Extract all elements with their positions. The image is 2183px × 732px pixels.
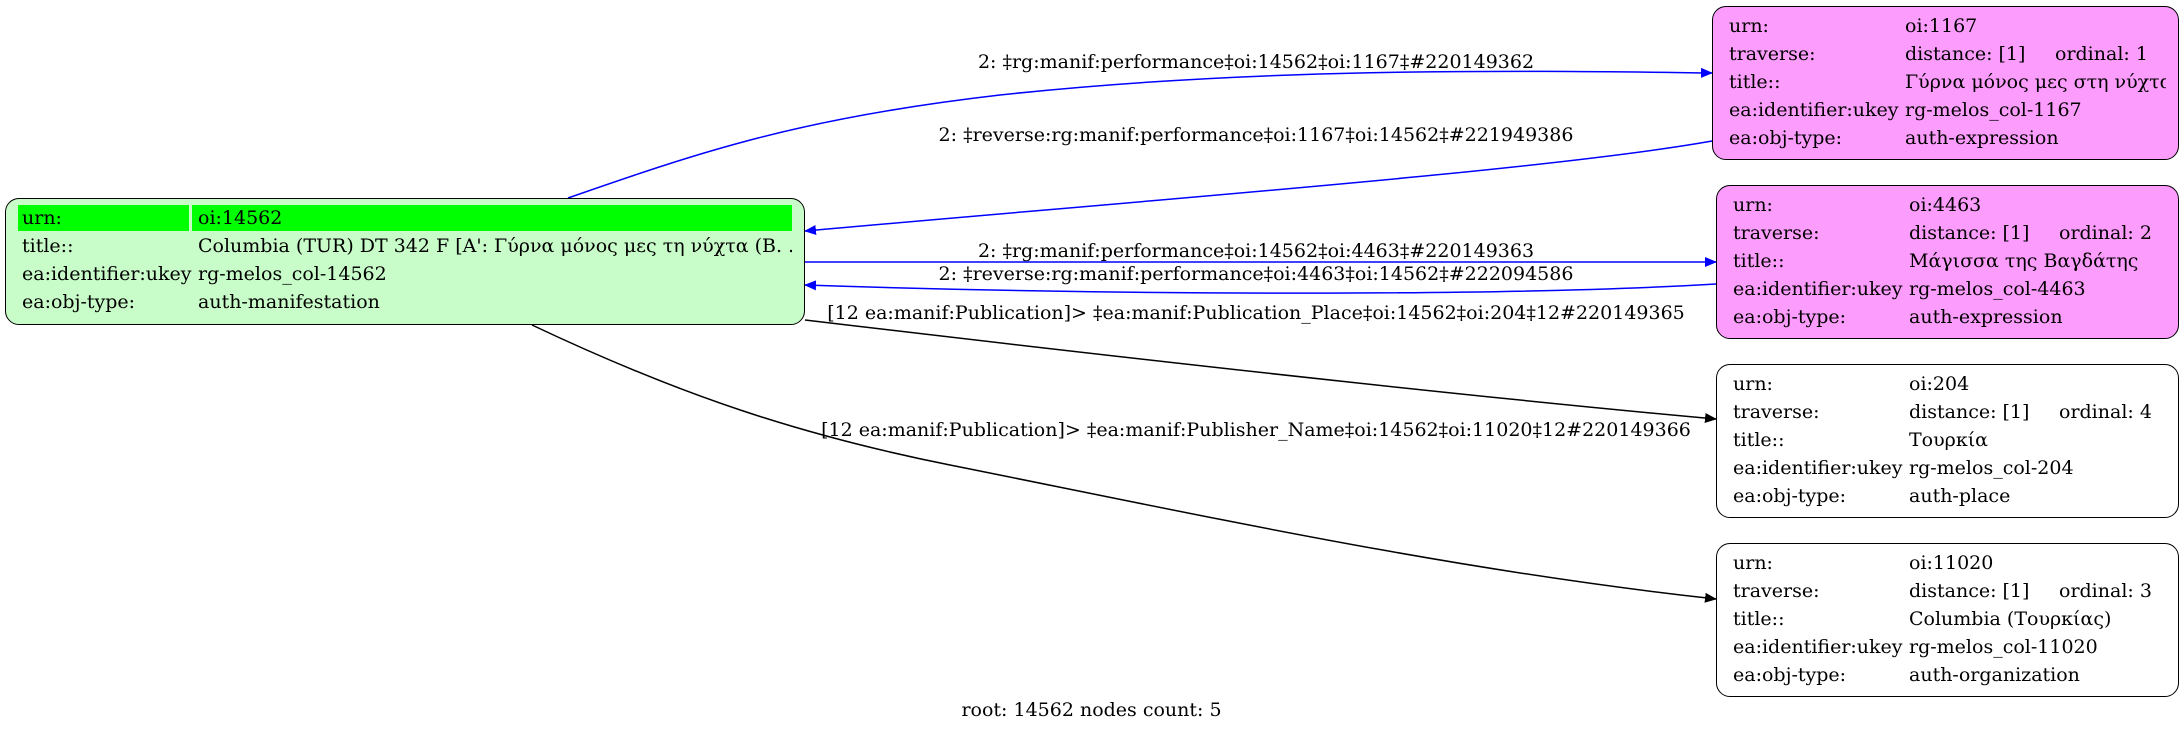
node-11020-value-urn: oi:11020: [1909, 552, 1994, 574]
node-1167-key-traverse: traverse:: [1729, 43, 1816, 65]
node-1167-value-urn: oi:1167: [1905, 15, 1978, 37]
node-11020-row-urn: urn: oi:11020: [1729, 549, 2166, 577]
node-204[interactable]: urn: oi:204 traverse: distance: [1] ordi…: [1716, 364, 2179, 518]
node-11020-row-title: title:: Columbia (Τουρκίας): [1729, 605, 2166, 633]
root-key-objtype: ea:obj-type:: [22, 291, 136, 313]
node-11020-row-ukey: ea:identifier:ukey rg-melos_col-11020: [1729, 633, 2166, 661]
node-204-key-ukey: ea:identifier:ukey: [1733, 457, 1903, 479]
edge-label-1167-to-root: 2: ‡reverse:rg:manif:performance‡oi:1167…: [939, 124, 1574, 146]
edge-root-to-1167: 2: ‡rg:manif:performance‡oi:14562‡oi:116…: [567, 51, 1713, 199]
node-11020-key-urn: urn:: [1733, 552, 1773, 574]
node-1167-key-objtype: ea:obj-type:: [1729, 127, 1843, 149]
root-key-ukey: ea:identifier:ukey: [22, 263, 192, 285]
node-11020[interactable]: urn: oi:11020 traverse: distance: [1] or…: [1716, 543, 2179, 697]
node-11020-row-traverse: traverse: distance: [1] ordinal: 3: [1729, 577, 2166, 605]
node-4463-key-urn: urn:: [1733, 194, 1773, 216]
node-11020-value-title: Columbia (Τουρκίας): [1909, 608, 2112, 630]
root-highlight: [18, 205, 792, 231]
node-204-value-ukey: rg-melos_col-204: [1909, 457, 2074, 479]
root-row-ukey: ea:identifier:ukey rg-melos_col-14562: [18, 260, 792, 288]
node-1167-value-distance: distance: [1]: [1905, 43, 2026, 65]
node-1167-row-ukey: ea:identifier:ukey rg-melos_col-1167: [1725, 96, 2166, 124]
graph-footer: root: 14562 nodes count: 5: [961, 699, 1222, 721]
root-key-title: title::: [22, 235, 74, 257]
node-1167-key-title: title::: [1729, 71, 1781, 93]
node-4463-row-title: title:: Μάγισσα της Βαγδάτης: [1729, 247, 2166, 275]
node-4463[interactable]: urn: oi:4463 traverse: distance: [1] ord…: [1716, 185, 2179, 339]
root-value-urn: oi:14562: [198, 207, 283, 229]
node-1167-value-ordinal: ordinal: 1: [2055, 43, 2148, 65]
node-204-value-ordinal: ordinal: 4: [2059, 401, 2152, 423]
node-1167-row-objtype: ea:obj-type: auth-expression: [1725, 124, 2166, 152]
node-4463-value-ukey: rg-melos_col-4463: [1909, 278, 2086, 300]
node-1167-row-traverse: traverse: distance: [1] ordinal: 1: [1725, 40, 2166, 68]
edge-label-root-to-4463: 2: ‡rg:manif:performance‡oi:14562‡oi:446…: [978, 240, 1534, 262]
node-204-value-title: Τουρκία: [1909, 429, 1988, 451]
node-4463-row-ukey: ea:identifier:ukey rg-melos_col-4463: [1729, 275, 2166, 303]
node-204-value-urn: oi:204: [1909, 373, 1970, 395]
root-row-urn: urn: oi:14562: [18, 204, 792, 232]
node-11020-value-distance: distance: [1]: [1909, 580, 2030, 602]
node-11020-value-objtype: auth-organization: [1909, 664, 2080, 686]
node-1167-key-urn: urn:: [1729, 15, 1769, 37]
node-1167-row-title: title:: Γύρνα μόνος μες στη νύχτα: [1725, 68, 2166, 96]
root-row-objtype: ea:obj-type: auth-manifestation: [18, 288, 792, 316]
node-204-row-traverse: traverse: distance: [1] ordinal: 4: [1729, 398, 2166, 426]
node-4463-value-ordinal: ordinal: 2: [2059, 222, 2152, 244]
node-4463-key-ukey: ea:identifier:ukey: [1733, 278, 1903, 300]
node-4463-value-title: Μάγισσα της Βαγδάτης: [1909, 250, 2139, 272]
node-204-row-title: title:: Τουρκία: [1729, 426, 2166, 454]
edge-label-root-to-1167: 2: ‡rg:manif:performance‡oi:14562‡oi:116…: [978, 51, 1534, 73]
node-4463-row-traverse: traverse: distance: [1] ordinal: 2: [1729, 219, 2166, 247]
node-204-value-objtype: auth-place: [1909, 485, 2011, 507]
root-row-title: title:: Columbia (TUR) DT 342 F [A': Γύρ…: [18, 232, 792, 260]
node-204-key-title: title::: [1733, 429, 1785, 451]
node-1167[interactable]: urn: oi:1167 traverse: distance: [1] ord…: [1712, 6, 2179, 160]
node-1167-row-urn: urn: oi:1167: [1725, 12, 2166, 40]
edge-4463-to-root: 2: ‡reverse:rg:manif:performance‡oi:4463…: [804, 263, 1717, 294]
node-11020-key-objtype: ea:obj-type:: [1733, 664, 1847, 686]
node-4463-row-urn: urn: oi:4463: [1729, 191, 2166, 219]
node-204-key-urn: urn:: [1733, 373, 1773, 395]
node-204-row-urn: urn: oi:204: [1729, 370, 2166, 398]
node-204-key-objtype: ea:obj-type:: [1733, 485, 1847, 507]
node-4463-value-urn: oi:4463: [1909, 194, 1982, 216]
node-11020-row-objtype: ea:obj-type: auth-organization: [1729, 661, 2166, 689]
edge-label-4463-to-root: 2: ‡reverse:rg:manif:performance‡oi:4463…: [939, 263, 1574, 285]
node-11020-value-ukey: rg-melos_col-11020: [1909, 636, 2098, 658]
node-11020-key-traverse: traverse:: [1733, 580, 1820, 602]
node-204-key-traverse: traverse:: [1733, 401, 1820, 423]
node-11020-key-ukey: ea:identifier:ukey: [1733, 636, 1903, 658]
node-4463-value-distance: distance: [1]: [1909, 222, 2030, 244]
node-1167-key-ukey: ea:identifier:ukey: [1729, 99, 1899, 121]
edge-root-to-4463: 2: ‡rg:manif:performance‡oi:14562‡oi:446…: [805, 240, 1717, 267]
node-11020-key-title: title::: [1733, 608, 1785, 630]
node-204-row-objtype: ea:obj-type: auth-place: [1729, 482, 2166, 510]
node-1167-value-title: Γύρνα μόνος μες στη νύχτα: [1905, 71, 2166, 93]
node-1167-value-ukey: rg-melos_col-1167: [1905, 99, 2082, 121]
node-1167-value-objtype: auth-expression: [1905, 127, 2059, 149]
root-value-title: Columbia (TUR) DT 342 F [A': Γύρνα μόνος…: [198, 235, 792, 257]
node-11020-value-ordinal: ordinal: 3: [2059, 580, 2152, 602]
node-4463-value-objtype: auth-expression: [1909, 306, 2063, 328]
node-4463-key-title: title::: [1733, 250, 1785, 272]
node-4463-row-objtype: ea:obj-type: auth-expression: [1729, 303, 2166, 331]
edge-root-to-204: [12 ea:manif:Publication]> ‡ea:manif:Pub…: [804, 302, 1717, 423]
node-204-value-distance: distance: [1]: [1909, 401, 2030, 423]
node-root-14562[interactable]: urn: oi:14562 title:: Columbia (TUR) DT …: [5, 198, 805, 325]
edge-root-to-11020: [12 ea:manif:Publication]> ‡ea:manif:Pub…: [531, 324, 1717, 603]
edge-label-root-to-204: [12 ea:manif:Publication]> ‡ea:manif:Pub…: [827, 302, 1685, 324]
edge-1167-to-root: 2: ‡reverse:rg:manif:performance‡oi:1167…: [804, 124, 1713, 235]
node-4463-key-objtype: ea:obj-type:: [1733, 306, 1847, 328]
root-value-objtype: auth-manifestation: [198, 291, 380, 313]
node-204-row-ukey: ea:identifier:ukey rg-melos_col-204: [1729, 454, 2166, 482]
edge-label-root-to-11020: [12 ea:manif:Publication]> ‡ea:manif:Pub…: [821, 419, 1691, 441]
node-4463-key-traverse: traverse:: [1733, 222, 1820, 244]
root-key-urn: urn:: [22, 207, 62, 229]
root-value-ukey: rg-melos_col-14562: [198, 263, 387, 285]
